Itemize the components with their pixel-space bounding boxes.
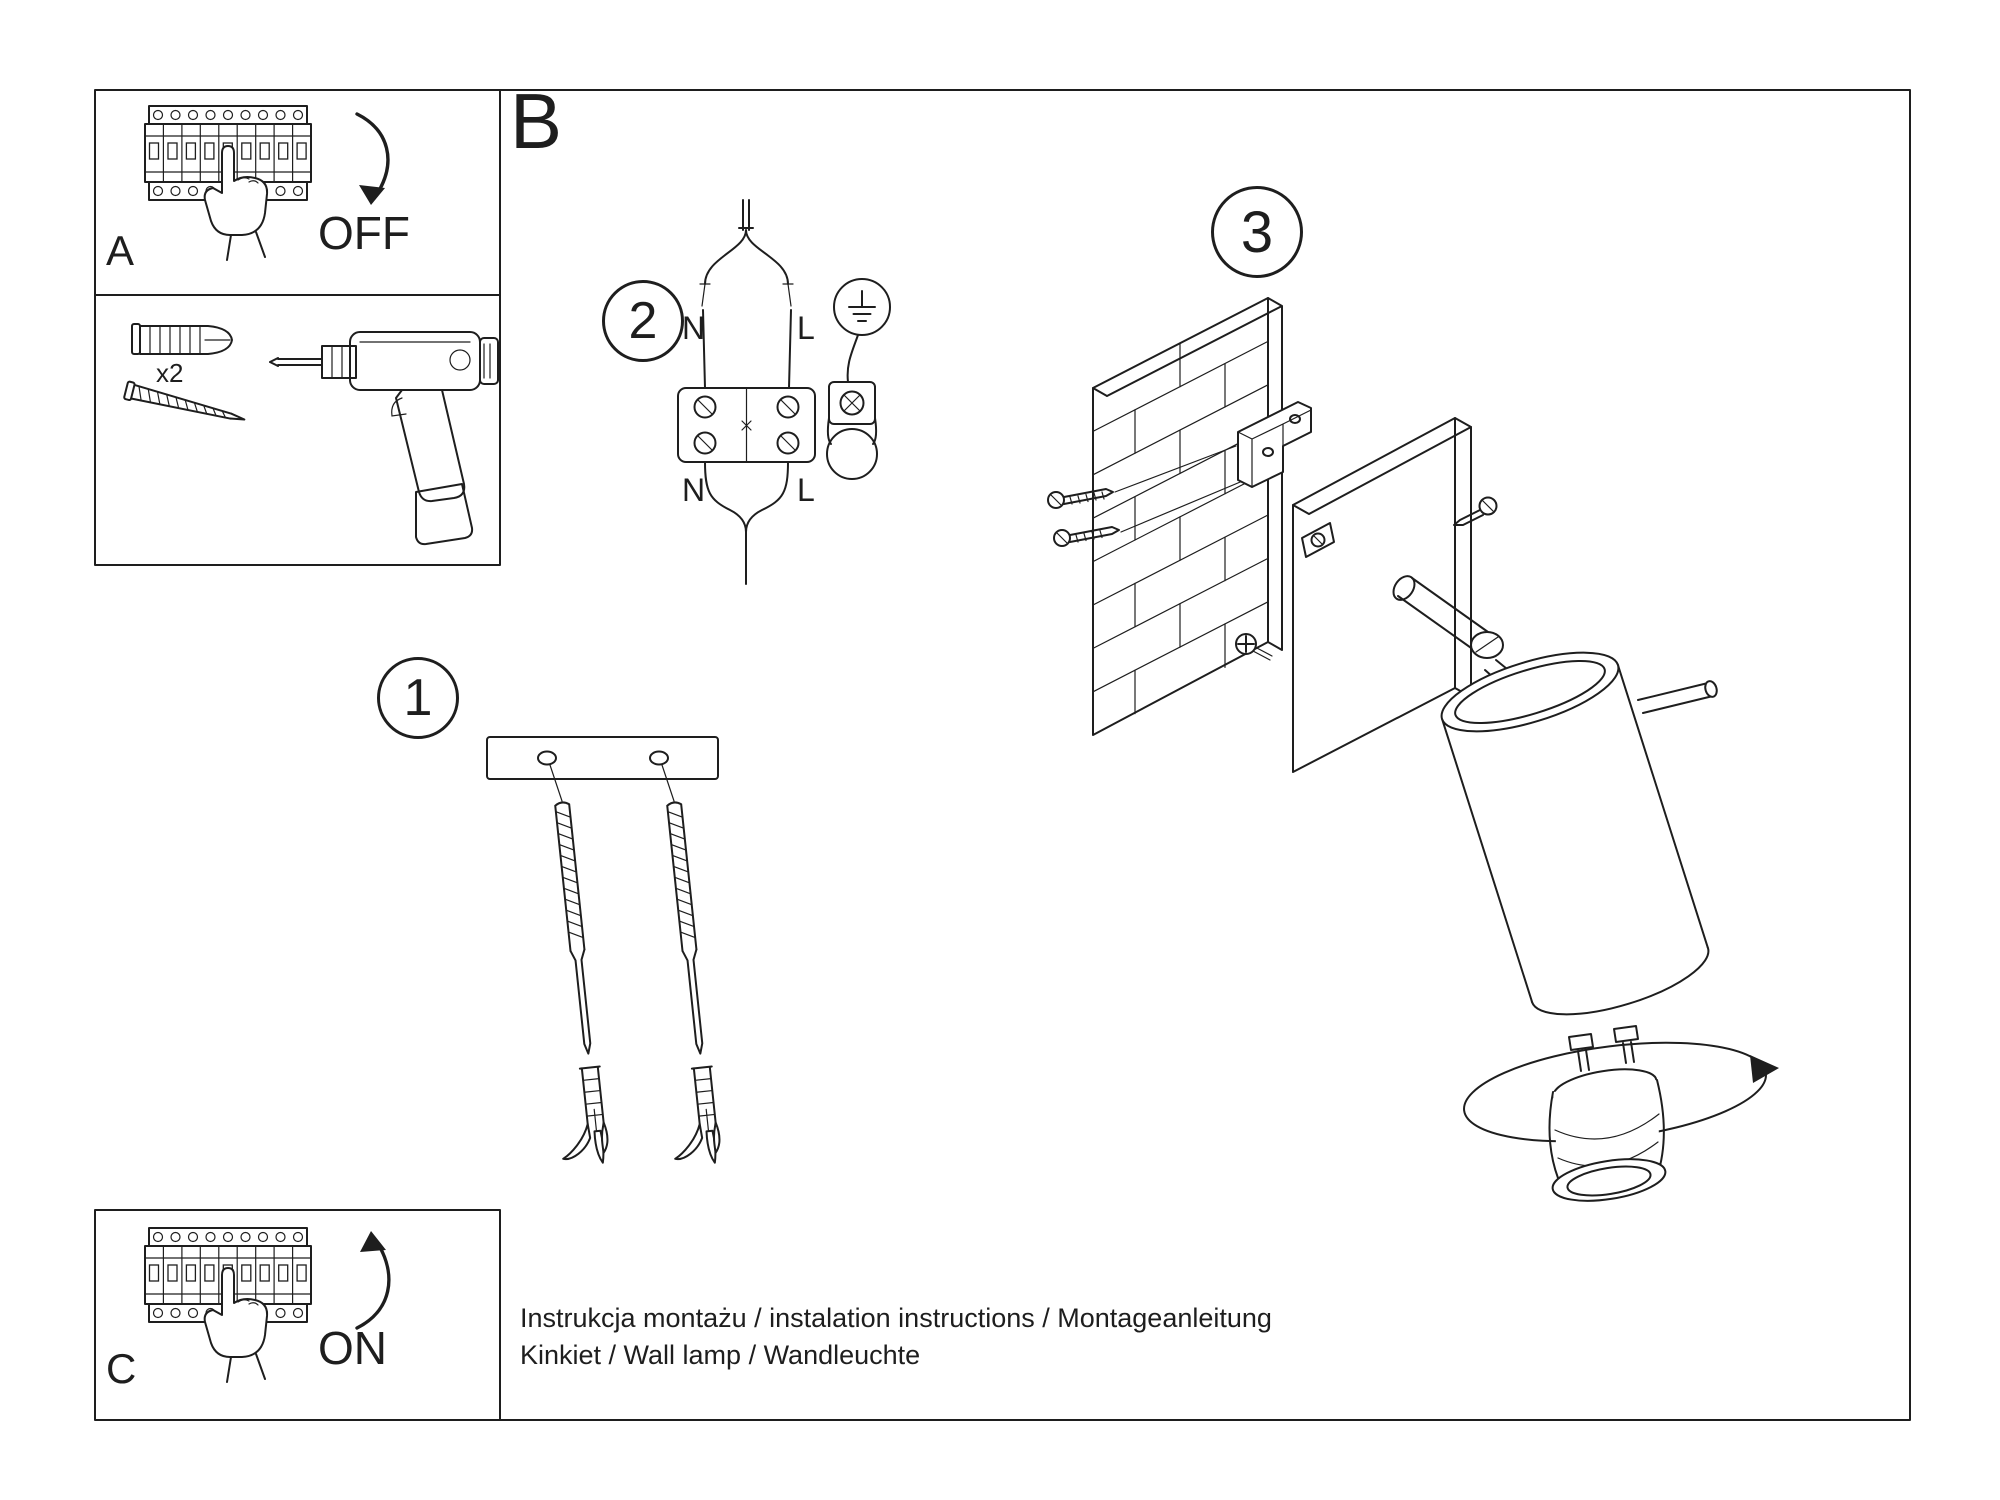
wire-label-l-bottom: L — [797, 472, 815, 508]
panel-b-border — [499, 89, 1911, 1421]
breaker-off-illustration — [144, 105, 390, 261]
mounting-screw-left-2 — [1053, 526, 1120, 547]
tools-illustration — [123, 323, 499, 546]
step-3-badge: 3 — [1211, 186, 1303, 278]
footer-line-1: Instrukcja montażu / instalation instruc… — [520, 1303, 1272, 1333]
wiring-illustration — [677, 199, 891, 585]
anchor-screw-assembly-right — [666, 801, 721, 1164]
cable-merge-icon — [704, 461, 789, 585]
mounting-strip-icon — [486, 736, 719, 802]
wire-label-l-top: L — [797, 310, 815, 346]
wire-label-n-top: N — [682, 310, 706, 346]
ground-symbol-icon — [833, 278, 891, 336]
phillips-screw-icon — [1235, 633, 1273, 661]
earth-clamp-icon — [826, 334, 878, 480]
breaker-on-illustration — [144, 1227, 391, 1383]
panel-b-label: B — [510, 77, 563, 165]
mounting-screw-right — [1453, 496, 1498, 526]
screw-icon — [123, 380, 246, 421]
wall-plate-icon — [1292, 417, 1472, 773]
power-on-label: ON — [318, 1322, 387, 1374]
step-2-badge: 2 — [602, 280, 684, 362]
footer-line-2: Kinkiet / Wall lamp / Wandleuchte — [520, 1340, 921, 1370]
panel-c-label: C — [106, 1345, 137, 1392]
curved-arrow-up-icon — [355, 1231, 391, 1330]
anchor-quantity-label: x2 — [156, 358, 184, 388]
brick-wall-icon — [1092, 297, 1283, 736]
power-off-label: OFF — [318, 207, 410, 259]
wall-anchor-icon — [131, 323, 233, 355]
terminal-block-icon — [677, 387, 816, 463]
drill-icon — [269, 331, 499, 546]
circuit-breaker-icon — [144, 105, 312, 261]
alignment-lines — [1114, 445, 1246, 533]
lamp-exploded-illustration — [1047, 297, 1779, 1202]
cable-split-icon — [699, 199, 794, 389]
curved-arrow-down-icon — [355, 112, 390, 205]
step-1-badge: 1 — [377, 657, 459, 739]
spotlight-shade-icon — [1440, 651, 1718, 1016]
mounting-screw-left-1 — [1047, 488, 1114, 509]
anchor-screw-assembly-left — [554, 801, 609, 1164]
mounting-bracket-icon — [1237, 401, 1312, 488]
pointing-hand-icon — [203, 145, 269, 261]
panel-a-label: A — [106, 227, 135, 274]
gu10-bulb-icon — [1548, 1025, 1667, 1202]
anchors-illustration — [486, 736, 721, 1164]
panel-tools-border — [94, 294, 501, 566]
wire-label-n-bottom: N — [682, 472, 706, 508]
